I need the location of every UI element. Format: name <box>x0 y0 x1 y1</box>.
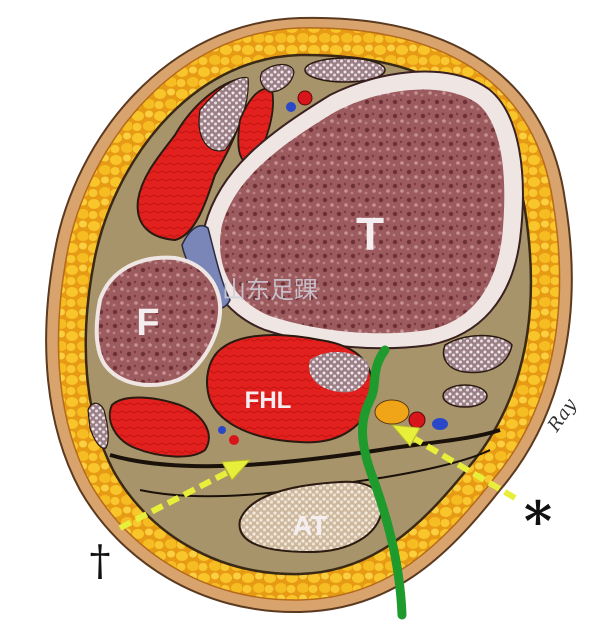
fibula-bone <box>94 255 223 387</box>
dagger-marker: † <box>90 536 111 585</box>
superficial-fascia-line <box>139 449 491 498</box>
label-fibula: F <box>136 302 159 344</box>
arrow-posteromedial <box>390 424 517 501</box>
watermark-text: 山东足踝 <box>222 276 318 304</box>
extensor-tendon-oval <box>304 57 386 83</box>
flexor-digitorum-tendon <box>442 384 488 408</box>
extensor-hallucis-muscle <box>237 87 274 164</box>
peroneus-longus-tendon <box>87 402 109 449</box>
label-fhl: FHL <box>245 387 292 414</box>
posterior-tibial-artery <box>408 411 426 429</box>
peroneus-brevis-muscle <box>108 396 210 458</box>
tibial-nerve <box>374 399 410 425</box>
extensor-digitorum-tendon <box>259 63 295 93</box>
tibialis-posterior-tendon <box>442 334 513 374</box>
tibia-bone <box>219 89 505 334</box>
anterior-tibial-vein <box>286 102 296 112</box>
anterior-tibial-artery <box>297 90 313 106</box>
asterisk-marker: * <box>524 489 552 553</box>
label-tibia: T <box>356 208 384 260</box>
peroneal-vein <box>218 426 226 434</box>
deep-transverse-fascia <box>109 428 501 469</box>
injection-needle-path <box>358 345 407 620</box>
posterior-tibial-vein <box>432 418 448 430</box>
fhl-tendon-region <box>309 351 369 393</box>
arrow-posterolateral <box>118 459 252 531</box>
label-achilles-tendon: AT <box>292 510 327 541</box>
peroneal-artery <box>229 435 239 445</box>
